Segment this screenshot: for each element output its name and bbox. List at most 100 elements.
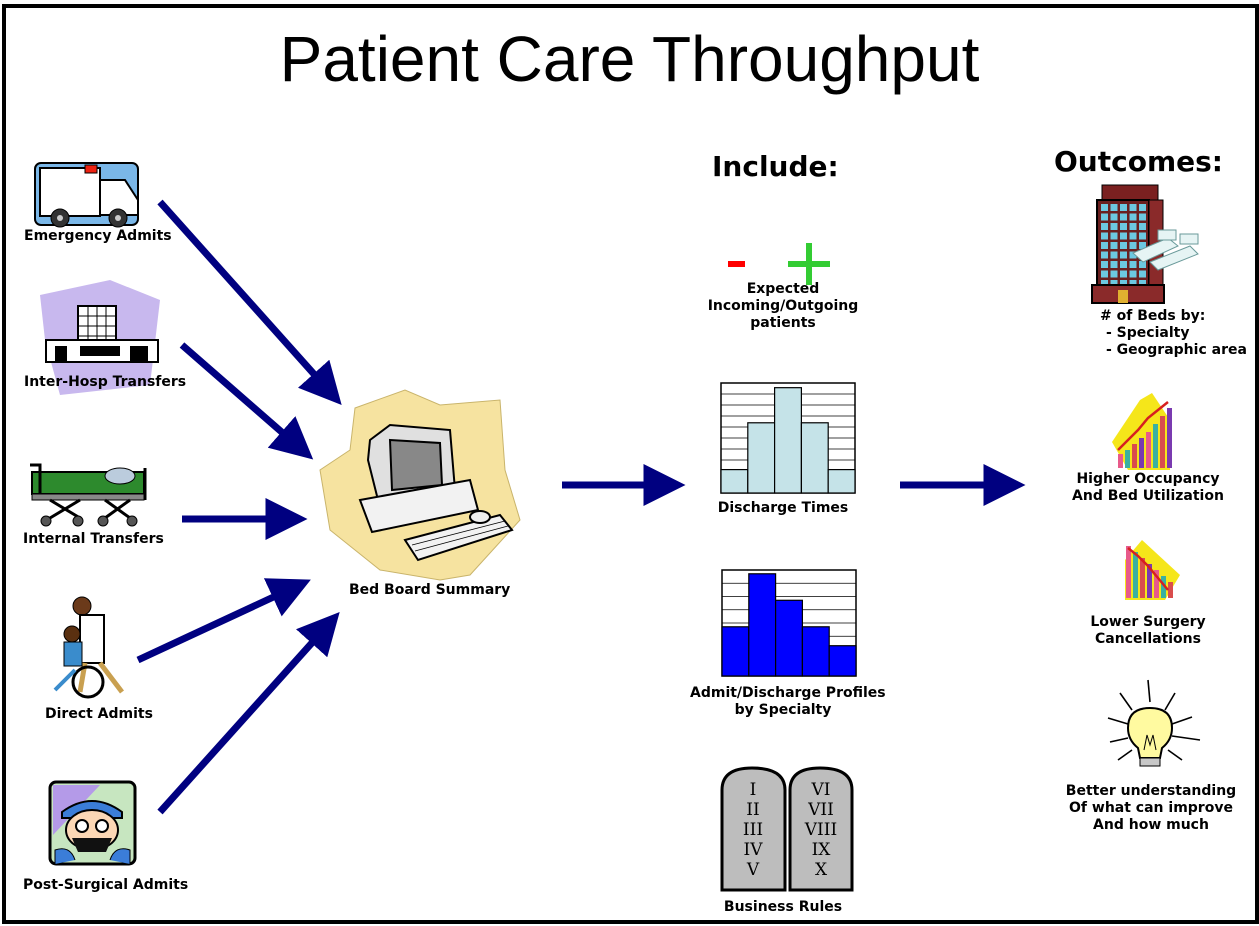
building-window	[1110, 232, 1118, 240]
falling-chart-bar	[1168, 582, 1173, 598]
falling-chart-bar	[1161, 576, 1166, 598]
falling-chart-bar	[1133, 552, 1138, 598]
building-window	[1139, 232, 1146, 240]
occupancy-line2: And Bed Utilization	[1072, 488, 1224, 504]
rising-chart-icon	[1112, 393, 1172, 470]
building-window	[1120, 204, 1127, 211]
stretcher-icon	[30, 463, 147, 527]
discharge-times-bar	[720, 468, 749, 494]
minus-symbol	[728, 261, 745, 267]
beds-line1: # of Beds by:	[1100, 308, 1206, 324]
building-window	[1120, 213, 1127, 221]
understanding-line1: Better understanding	[1065, 783, 1237, 799]
occupancy-line1: Higher Occupancy	[1076, 471, 1220, 487]
hospital-building-icon	[40, 280, 160, 395]
admit-discharge-bar	[721, 626, 750, 677]
building-window	[1120, 223, 1127, 230]
rising-chart-bar	[1125, 450, 1130, 468]
rising-chart-bar	[1139, 438, 1144, 468]
beds-line2: - Specialty	[1106, 325, 1190, 341]
source-label-direct: Direct Admits	[45, 706, 153, 722]
hospital-beds-icon	[1091, 184, 1199, 304]
business-rules-label: Business Rules	[723, 899, 843, 915]
admit-discharge-bar	[748, 573, 777, 677]
source-label-emergency: Emergency Admits	[24, 228, 172, 244]
understanding-line3: And how much	[1093, 817, 1209, 833]
falling-chart-bar	[1154, 570, 1159, 598]
building-window	[1129, 242, 1137, 249]
building-window	[1120, 251, 1127, 259]
plus-symbol-v	[806, 243, 812, 285]
source-label-postsurgical: Post-Surgical Admits	[23, 877, 189, 893]
diagram-frame	[2, 4, 1259, 924]
surgery-line2: Cancellations	[1095, 631, 1201, 647]
building-window	[1139, 242, 1146, 249]
building-window	[1139, 223, 1146, 230]
building-window	[1139, 261, 1146, 268]
understanding-label: Better understanding Of what can improve…	[1056, 783, 1246, 834]
building-window	[1110, 242, 1118, 249]
building-window	[1139, 270, 1146, 278]
include-heading: Include:	[712, 150, 839, 183]
building-window	[1129, 213, 1137, 221]
building-window	[1129, 204, 1137, 211]
tablet-numeral: III	[743, 820, 763, 840]
tablet-numeral: VIII	[804, 820, 837, 840]
building-window	[1110, 204, 1118, 211]
hub-label: Bed Board Summary	[349, 582, 511, 598]
falling-chart-icon	[1125, 540, 1180, 600]
building-window	[1110, 213, 1118, 221]
arrow-postsurgical-to-hub	[157, 611, 340, 815]
falling-chart-bar	[1126, 546, 1131, 598]
discharge-times-chart	[720, 382, 856, 494]
admit-discharge-label: Admit/Discharge Profiles by Specialty	[690, 685, 886, 719]
building-window	[1101, 280, 1108, 287]
building-window	[1101, 213, 1108, 221]
building-window	[1101, 204, 1108, 211]
building-window	[1129, 280, 1137, 287]
occupancy-label: Higher Occupancy And Bed Utilization	[1062, 471, 1234, 505]
falling-chart-bar	[1147, 564, 1152, 598]
ambulance-icon	[34, 162, 139, 228]
tablet-numeral: II	[746, 800, 759, 820]
tablet-numeral: I	[750, 780, 757, 800]
falling-chart-bar	[1140, 558, 1145, 598]
building-window	[1110, 261, 1118, 268]
outcomes-heading: Outcomes:	[1054, 145, 1223, 178]
understanding-line2: Of what can improve	[1069, 800, 1233, 816]
expected-label: Expected Incoming/Outgoing patients	[702, 281, 864, 332]
arrow-direct-to-hub	[136, 578, 311, 664]
tablet-numeral: VII	[807, 800, 834, 820]
tablet-numeral: VI	[811, 780, 831, 800]
building-window	[1110, 280, 1118, 287]
computer-icon	[319, 389, 521, 581]
arrow-emergency-to-hub	[157, 199, 342, 406]
building-window	[1101, 223, 1108, 230]
admit-discharge-bar	[774, 599, 803, 677]
building-window	[1110, 270, 1118, 278]
expected-line1: Expected	[746, 281, 820, 297]
building-window	[1129, 223, 1137, 230]
surgeon-icon	[48, 780, 137, 866]
building-window	[1139, 204, 1146, 211]
building-window	[1101, 242, 1108, 249]
business-rules-tablets-icon	[720, 766, 854, 892]
building-window	[1110, 223, 1118, 230]
source-label-interhosp: Inter-Hosp Transfers	[24, 374, 187, 390]
rising-chart-bar	[1118, 454, 1123, 468]
rising-chart-bar	[1132, 444, 1137, 468]
building-window	[1110, 251, 1118, 259]
building-window	[1120, 242, 1127, 249]
building-window	[1101, 251, 1108, 259]
tablet-numeral: IV	[744, 840, 764, 860]
expected-symbols	[728, 243, 830, 285]
building-window	[1101, 261, 1108, 268]
lightbulb-icon	[1107, 679, 1201, 767]
discharge-times-bar	[747, 422, 776, 494]
building-window	[1139, 213, 1146, 221]
tablet-numeral: IX	[812, 840, 832, 860]
expected-line3: patients	[750, 315, 816, 331]
page-title: Patient Care Throughput	[279, 23, 980, 95]
